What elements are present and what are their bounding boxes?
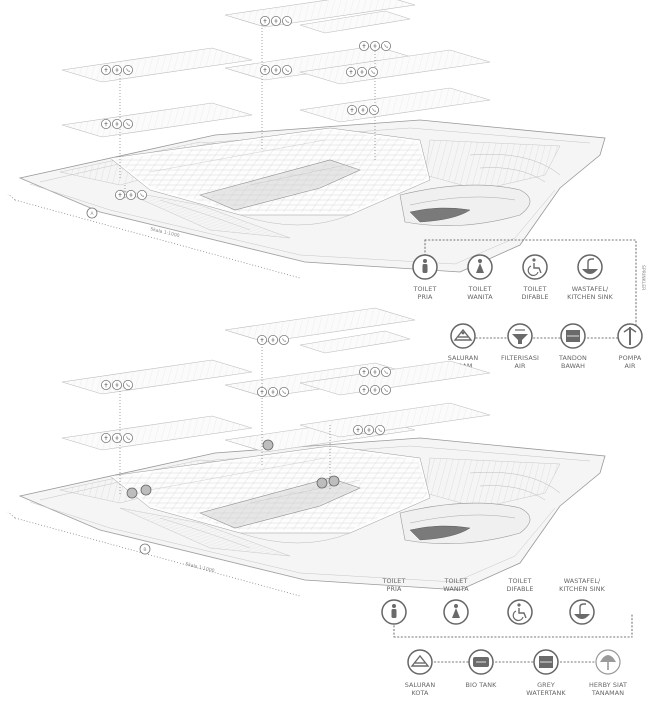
label-line: TANAMAN: [591, 689, 624, 697]
label-line: SALURAN: [448, 354, 479, 362]
legend-row1-item-sink: WASTAFEL/ KITCHEN SINK: [567, 254, 614, 301]
legend2-row1-item-toilet-difable: TOILET DIFABLE: [507, 577, 534, 625]
legend2-row2-item-bio-tank: BIO TANK: [466, 649, 498, 689]
label-line: AIR: [515, 362, 526, 370]
label-line: BIO TANK: [466, 681, 498, 689]
legend2-row1-item-toilet-female: TOILET WANITA: [443, 577, 469, 625]
svg-text:B: B: [143, 547, 146, 553]
city-sewer-icon: [410, 654, 430, 667]
legend2-row2-item-grey-watertank: GREY WATERTANK: [526, 649, 566, 697]
toilet-disabled-icon: [527, 258, 542, 276]
legend-row1-item-toilet-male: TOILET PRIA: [412, 254, 438, 301]
label-line: SALURAN: [405, 681, 436, 689]
legend-row2-item-saluran-pdam: SALURAN PDAM: [448, 323, 479, 370]
label-line: DIFABLE: [507, 585, 534, 593]
label-line: WANITA: [443, 585, 469, 593]
water-pump-icon: [623, 327, 637, 345]
label-line: GREY: [537, 681, 555, 689]
legend-row1-item-toilet-female: TOILET WANITA: [467, 254, 493, 301]
toilet-disabled-icon: [512, 603, 527, 621]
toilet-male-icon: [422, 259, 428, 273]
label-line: WANITA: [467, 293, 493, 301]
label-line: KITCHEN SINK: [559, 585, 606, 593]
label-line: DIFABLE: [522, 293, 549, 301]
label-line: KITCHEN SINK: [567, 293, 614, 301]
label-line: KOTA: [411, 689, 429, 697]
isometric-plan-upper: A Skala 1:1000: [7, 0, 606, 279]
label-line: PRIA: [387, 585, 402, 593]
isometric-plan-lower: B Skala 1:1000: [7, 307, 606, 597]
legend-wastewater: TOILET PRIA TOILET WANITA TOILET DIFABLE: [381, 577, 633, 697]
grey-water-tank-icon: [539, 656, 553, 668]
label-line: TOILET: [382, 577, 406, 585]
label-line: FILTERISASI: [501, 354, 539, 362]
legend2-row2-item-siram-tanaman: HERBY SIAT TANAMAN: [589, 649, 627, 697]
legend-row2-item-tandon-bawah: TANDON BAWAH: [558, 323, 587, 370]
bio-tank-icon: [473, 657, 489, 667]
label-line: BAWAH: [561, 362, 585, 370]
legend2-row1-item-toilet-male: TOILET PRIA: [381, 577, 407, 625]
water-tank-icon: [566, 330, 580, 342]
city-pipe-icon: [453, 328, 473, 341]
sink-icon: [574, 603, 590, 619]
label-line: WATERTANK: [526, 689, 566, 697]
label-line: WASTAFEL/: [564, 577, 601, 585]
legend2-row2-item-saluran-kota: SALURAN KOTA: [405, 649, 436, 697]
water-filter-icon: [512, 329, 528, 344]
legend-row2-item-pompa-air: POMPA AIR: [617, 323, 643, 370]
svg-text:A: A: [90, 211, 94, 217]
legend-water-supply: SPRINKLER TOILET PRIA TOILET WANITA: [412, 239, 646, 370]
label-line: TOILET: [523, 285, 547, 293]
label-line: TOILET: [508, 577, 532, 585]
label-line: POMPA: [619, 354, 642, 362]
toilet-female-icon: [452, 604, 460, 618]
legend-row1-item-toilet-difable: TOILET DIFABLE: [522, 254, 549, 301]
label-line: TOILET: [444, 577, 468, 585]
sink-icon: [582, 258, 598, 274]
label-line: HERBY SIAT: [589, 681, 627, 689]
label-line: TANDON: [558, 354, 587, 362]
toilet-male-icon: [391, 604, 397, 618]
legend-row2-item-filterisasi: FILTERISASI AIR: [501, 323, 539, 370]
label-line: WASTAFEL/: [572, 285, 609, 293]
scale-label-lower: Skala 1:1000: [185, 561, 216, 574]
legend-side-label: SPRINKLER: [640, 265, 646, 291]
label-line: AIR: [625, 362, 636, 370]
legend2-row1-item-sink: WASTAFEL/ KITCHEN SINK: [559, 577, 606, 625]
label-line: TOILET: [413, 285, 437, 293]
toilet-female-icon: [476, 259, 484, 273]
garden-tree-icon: [600, 655, 616, 670]
label-line: TOILET: [468, 285, 492, 293]
label-line: PRIA: [418, 293, 433, 301]
